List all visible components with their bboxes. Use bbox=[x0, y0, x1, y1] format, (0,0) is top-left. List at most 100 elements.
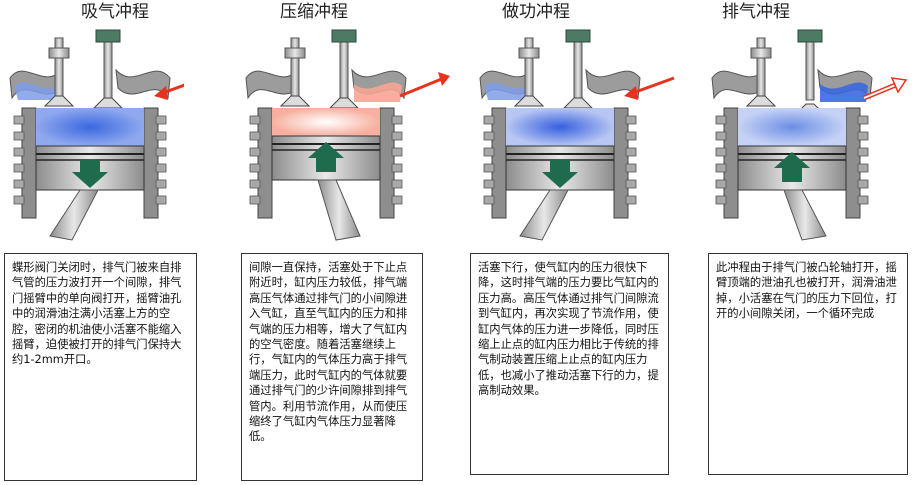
exhaust-outflow-arrow bbox=[399, 76, 445, 98]
exhaust-outflow-arrow-core bbox=[863, 83, 899, 99]
exhaust-inflow-arrowhead bbox=[624, 86, 638, 100]
cooling-fin bbox=[249, 147, 261, 157]
connecting-rod bbox=[519, 189, 569, 241]
engine-diagram-compression bbox=[245, 29, 450, 241]
exhaust-inflow-arrow bbox=[159, 83, 184, 96]
cooling-fin bbox=[857, 147, 869, 157]
cooling-fin bbox=[391, 195, 403, 205]
stroke-title-power: 做功冲程 bbox=[502, 2, 570, 22]
cooling-fin bbox=[155, 131, 167, 141]
cooling-fin bbox=[249, 115, 261, 125]
cooling-fin bbox=[155, 147, 167, 157]
cooling-fin bbox=[625, 147, 637, 157]
intake-port bbox=[245, 68, 299, 100]
intake-valve-spring bbox=[518, 47, 540, 59]
stroke-title-compression: 压缩冲程 bbox=[280, 2, 348, 22]
connecting-rod bbox=[317, 179, 361, 241]
exhaust-port bbox=[585, 68, 641, 100]
connecting-rod bbox=[783, 189, 827, 241]
exhaust-outflow-arrowhead bbox=[890, 77, 908, 94]
piston-down-arrow bbox=[72, 160, 108, 188]
cooling-fin bbox=[483, 131, 495, 141]
cooling-fin bbox=[483, 115, 495, 125]
exhaust-inflow-arrow bbox=[629, 76, 675, 96]
cooling-fin bbox=[625, 115, 637, 125]
cooling-fin bbox=[715, 115, 727, 125]
exhaust-port bbox=[115, 68, 171, 100]
intake-port bbox=[711, 68, 765, 100]
combustion-chamber-gas bbox=[272, 108, 380, 136]
cooling-fin bbox=[715, 195, 727, 205]
intake-valve-spring bbox=[750, 47, 772, 59]
exhaust-gas bbox=[354, 82, 402, 102]
combustion-chamber-gas bbox=[36, 108, 144, 146]
exhaust-valve-cap bbox=[565, 29, 591, 43]
stroke-title-exhaust: 排气冲程 bbox=[722, 2, 790, 22]
exhaust-valve-stem bbox=[805, 37, 815, 101]
intake-valve-stem bbox=[756, 37, 766, 99]
cooling-fin bbox=[391, 115, 403, 125]
intake-gas bbox=[484, 82, 532, 100]
cooling-fin bbox=[155, 163, 167, 173]
cooling-fin bbox=[155, 179, 167, 189]
combustion-chamber-gas bbox=[738, 108, 846, 146]
intake-valve-head bbox=[745, 95, 777, 107]
piston-up-arrow bbox=[774, 152, 810, 182]
cooling-fin bbox=[625, 195, 637, 205]
connecting-rod bbox=[49, 189, 99, 241]
piston-down-arrow bbox=[542, 160, 578, 188]
cooling-fin bbox=[857, 195, 869, 205]
cooling-fin bbox=[857, 131, 869, 141]
intake-valve-spring bbox=[284, 47, 306, 59]
description-exhaust: 此冲程由于排气门被凸轮轴打开，摇臂顶端的泄油孔也被打开，润滑油泄掉，小活塞在气门… bbox=[708, 253, 908, 475]
cooling-fin bbox=[249, 163, 261, 173]
cooling-fin bbox=[625, 163, 637, 173]
cooling-fin bbox=[391, 163, 403, 173]
cooling-fin bbox=[483, 179, 495, 189]
exhaust-valve-head bbox=[562, 97, 594, 109]
cooling-fin bbox=[857, 115, 869, 125]
exhaust-inflow-arrowhead bbox=[154, 86, 168, 100]
description-compression: 间隙一直保持，活塞处于下止点附近时，缸内压力较低，排气端高压气体通过排气门的小间… bbox=[241, 253, 423, 481]
cooling-fin bbox=[391, 179, 403, 189]
engine-diagram-intake bbox=[9, 29, 184, 241]
cooling-fin bbox=[249, 131, 261, 141]
cooling-fin bbox=[249, 195, 261, 205]
cooling-fin bbox=[155, 115, 167, 125]
engine-diagram-power bbox=[479, 29, 675, 241]
intake-gas bbox=[14, 82, 62, 100]
piston-up-arrow bbox=[308, 142, 344, 172]
description-intake: 蝶形阀门关闭时，排气门被来自排气管的压力波打开一个间隙，排气门摇臂中的单向阀打开… bbox=[4, 253, 197, 481]
cooling-fin bbox=[13, 115, 25, 125]
description-power: 活塞下行，使气缸内的压力很快下降，这时排气端的压力要比气缸内的压力高。高压气体通… bbox=[470, 253, 669, 475]
cooling-fin bbox=[483, 195, 495, 205]
exhaust-valve-cap bbox=[95, 29, 121, 43]
cooling-fin bbox=[155, 195, 167, 205]
exhaust-valve-cap bbox=[797, 29, 823, 43]
cooling-fin bbox=[13, 163, 25, 173]
cooling-fin bbox=[483, 147, 495, 157]
exhaust-valve-stem bbox=[573, 37, 583, 101]
stroke-title-intake: 吸气冲程 bbox=[81, 2, 149, 22]
cooling-fin bbox=[391, 131, 403, 141]
exhaust-valve-head bbox=[92, 97, 124, 109]
exhaust-valve-head bbox=[328, 97, 360, 109]
exhaust-valve-stem bbox=[339, 37, 349, 101]
cooling-fin bbox=[13, 131, 25, 141]
cooling-fin bbox=[715, 163, 727, 173]
combustion-chamber-gas bbox=[506, 108, 614, 146]
intake-valve-head bbox=[43, 95, 75, 107]
cooling-fin bbox=[483, 163, 495, 173]
cooling-fin bbox=[715, 147, 727, 157]
cooling-fin bbox=[857, 179, 869, 189]
cooling-fin bbox=[249, 179, 261, 189]
exhaust-outflow-arrowhead bbox=[438, 72, 450, 86]
intake-valve-head bbox=[513, 95, 545, 107]
engine-diagram-exhaust bbox=[711, 29, 908, 241]
cooling-fin bbox=[13, 195, 25, 205]
cooling-fin bbox=[715, 131, 727, 141]
intake-valve-stem bbox=[54, 37, 64, 99]
cooling-fin bbox=[391, 147, 403, 157]
intake-valve-head bbox=[279, 95, 311, 107]
exhaust-valve-stem bbox=[103, 37, 113, 101]
